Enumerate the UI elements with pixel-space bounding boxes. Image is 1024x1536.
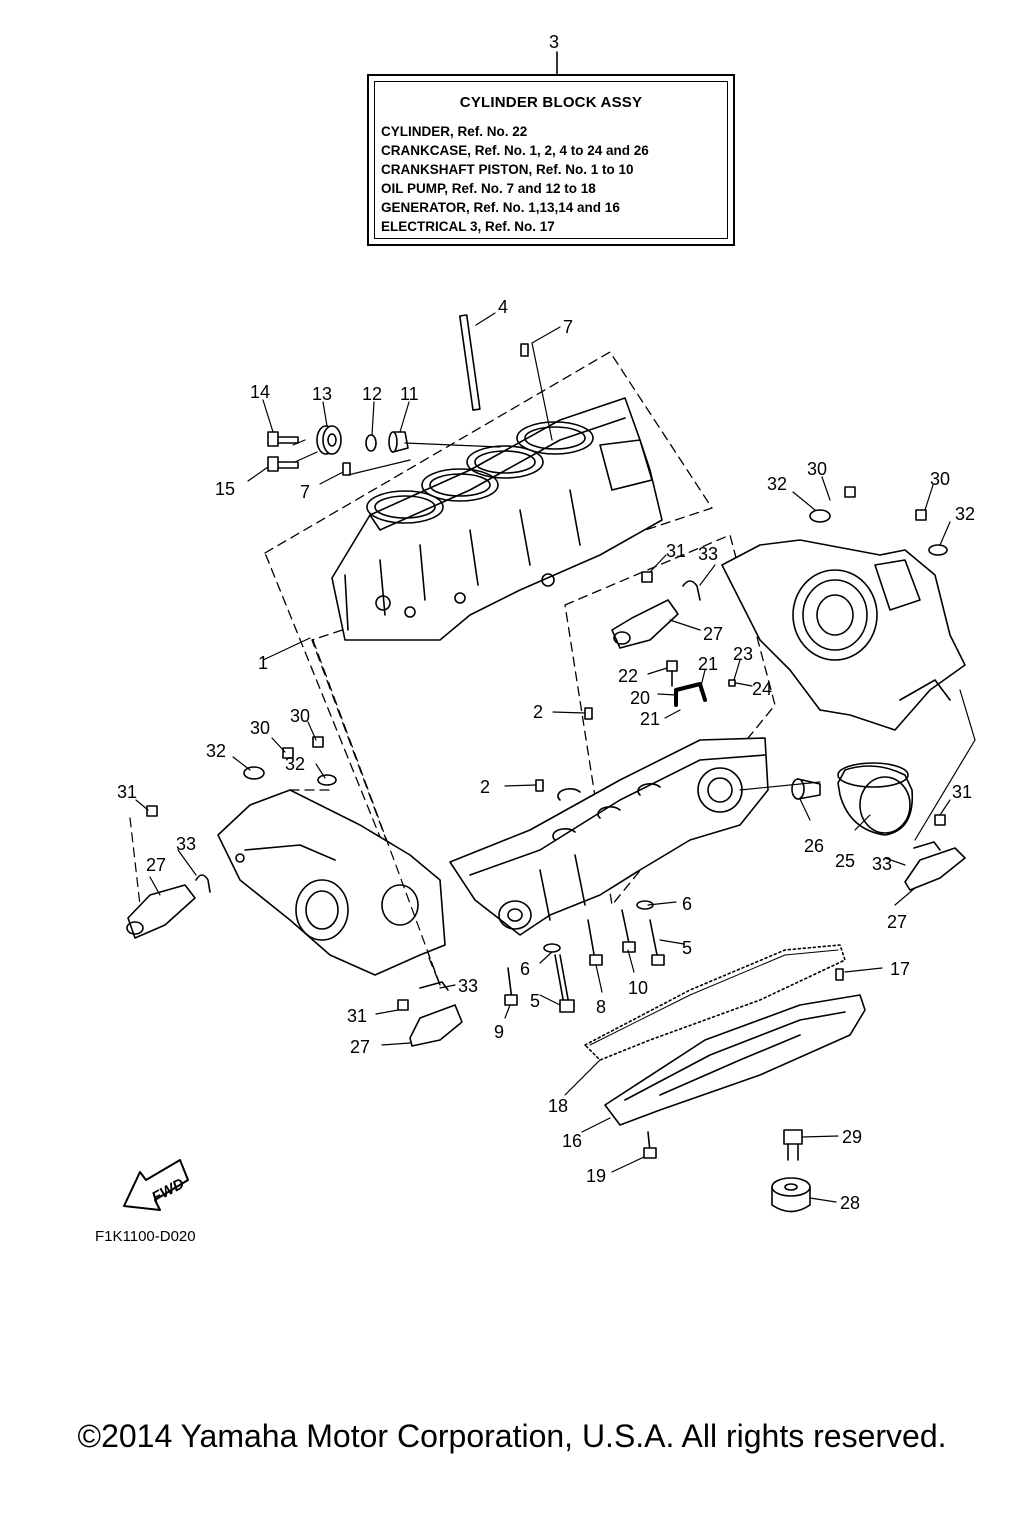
callout-number: 27 [146,855,166,875]
mount-hardware [146,486,948,1011]
callout-number: 5 [682,938,692,958]
callout-number: 12 [362,384,382,404]
callout-number: 28 [840,1193,860,1213]
callout-number: 33 [872,854,892,874]
left-side-cover [217,789,446,976]
callout-number: 32 [206,741,226,761]
dowel-pin [535,779,544,792]
assembly-ref-line: GENERATOR, Ref. No. 1,13,14 and 16 [381,200,620,215]
assembly-title: CYLINDER BLOCK ASSY [459,94,643,111]
callout-number: 2 [480,777,490,797]
callout-number: 27 [350,1037,370,1057]
clip [419,981,449,991]
assembly-info-inner-border [374,81,728,239]
dowel-pin [835,968,844,981]
cylinder-block [331,397,663,641]
callout-number: 33 [176,834,196,854]
callout-number: 15 [215,479,235,499]
callout-number: 30 [290,706,310,726]
right-side-cover [721,539,966,731]
callout-number: 33 [698,544,718,564]
callout-number: 20 [630,688,650,708]
assembly-ref-line: CRANKCASE, Ref. No. 1, 2, 4 to 24 and 26 [381,143,649,158]
callout-number: 13 [312,384,332,404]
callout-number: 9 [494,1022,504,1042]
callout-number: 4 [498,297,508,317]
callout-number: 7 [300,482,310,502]
callout-number: 17 [890,959,910,979]
oil-pan [604,994,866,1126]
callout-number: 11 [400,384,419,404]
callout-number: 10 [628,978,648,998]
crankcase-bolts [504,900,665,1013]
callout-number: 21 [698,654,718,674]
callout-number: 6 [520,959,530,979]
callout-number: 33 [458,976,478,996]
callout-number: 24 [752,679,772,699]
clip [682,580,701,601]
callout-number: 32 [955,504,975,524]
callout-number: 31 [117,782,137,802]
callout-number: 30 [250,718,270,738]
oil-pipe [666,660,736,707]
callout-number: 22 [618,666,638,686]
callout-number: 32 [767,474,787,494]
oil-pan-bolt [643,1131,657,1159]
callout-number: 31 [666,541,686,561]
callout-number: 31 [347,1006,367,1026]
drawing-code: F1K1100-D020 [95,1228,196,1245]
callout-number: 27 [887,912,907,932]
dowel-pin [584,707,593,720]
clip [195,874,211,893]
oil-pan-gasket [584,944,846,1061]
callout-number: 31 [952,782,972,802]
callout-number: 14 [250,382,270,402]
oil-filter [791,762,914,836]
callout-number: 30 [807,459,827,479]
clip [913,841,941,851]
callout-number: 7 [563,317,573,337]
callout-number: 1 [258,653,268,673]
callout-number: 2 [533,702,543,722]
assembly-ref-line: OIL PUMP, Ref. No. 7 and 12 to 18 [381,181,596,196]
assembly-info-box: CYLINDER BLOCK ASSY CYLINDER, Ref. No. 2… [367,74,735,246]
engine-mount [126,599,966,1047]
callout-number: 5 [530,991,540,1011]
assembly-ref-line: ELECTRICAL 3, Ref. No. 17 [381,219,555,234]
lower-crankcase [449,737,769,936]
callout-number: 23 [733,644,753,664]
generator-parts [267,343,529,476]
callout-number: 19 [586,1166,606,1186]
callout-number: 6 [682,894,692,914]
callout-number: 32 [285,754,305,774]
assembly-ref-line: CYLINDER, Ref. No. 22 [381,124,528,139]
callout-number: 29 [842,1127,862,1147]
fwd-arrow-icon [123,1159,189,1211]
callout-number: 26 [804,836,824,856]
damper [771,1177,811,1213]
callout-number: 16 [562,1131,582,1151]
copyright-notice: ©2014 Yamaha Motor Corporation, U.S.A. A… [77,1418,947,1454]
callout-number: 30 [930,469,950,489]
drain-bolt [783,1129,803,1161]
callout-number: 25 [835,851,855,871]
callout-number: 18 [548,1096,568,1116]
stud-bolt [458,314,481,411]
callout-number: 27 [703,624,723,644]
callout-number: 21 [640,709,660,729]
assembly-ref-list: CYLINDER, Ref. No. 22 CRANKCASE, Ref. No… [381,122,649,236]
leader-lines [129,312,976,1203]
callout-number: 8 [596,997,606,1017]
callout-number: 3 [549,32,559,52]
assembly-ref-line: CRANKSHAFT PISTON, Ref. No. 1 to 10 [381,162,634,177]
